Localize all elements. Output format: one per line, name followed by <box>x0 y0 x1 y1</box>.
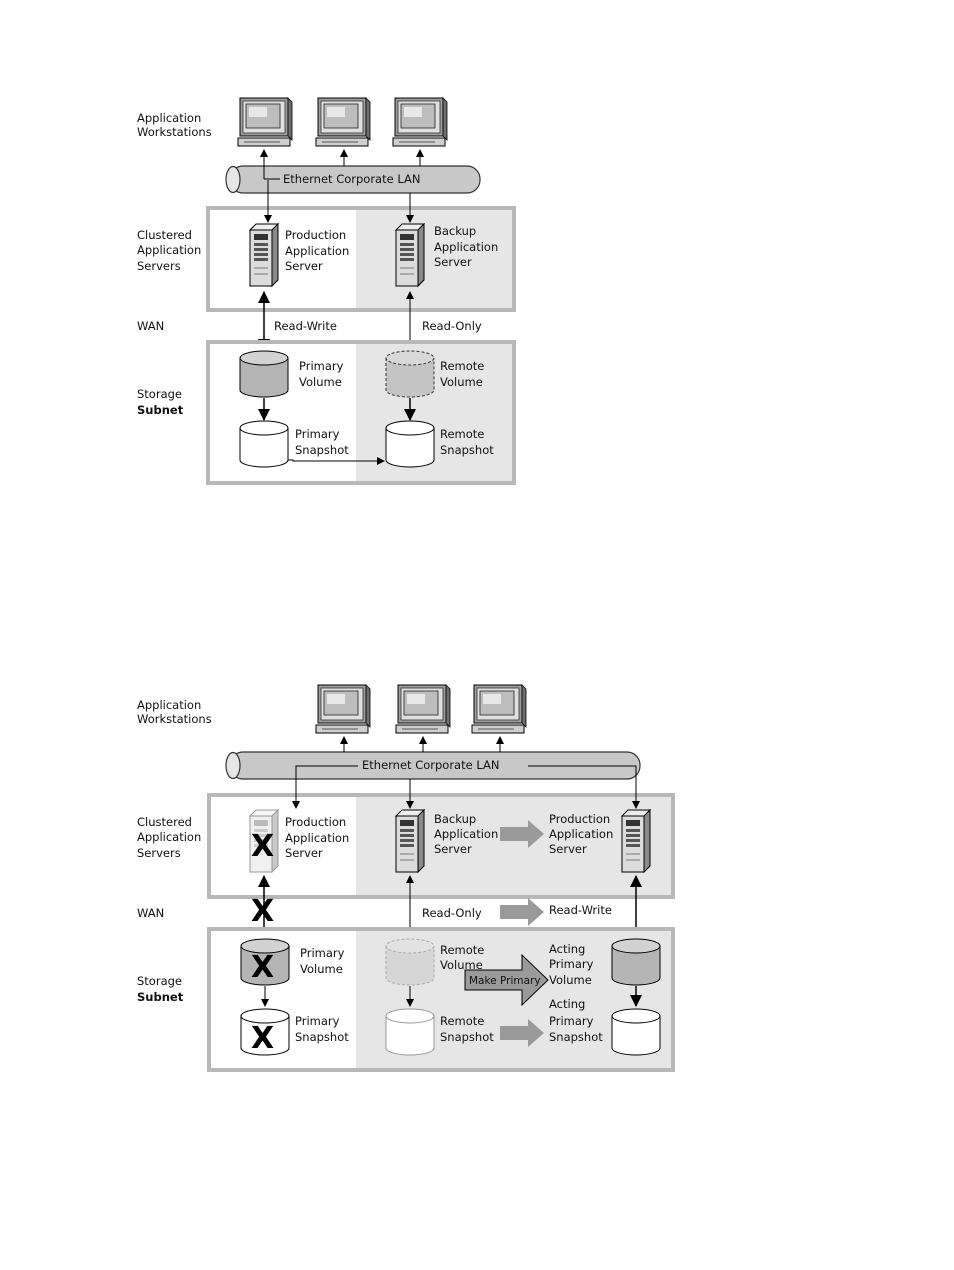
primary-snapshot-cylinder <box>239 420 289 468</box>
remote-volume-label: Remote Volume <box>440 943 488 972</box>
remote-snapshot-label: Remote Snapshot <box>440 427 494 457</box>
failure-x-icon: X <box>251 894 274 929</box>
label-clustered-servers: Clustered Application Servers <box>137 815 205 860</box>
label-storage: Storage <box>137 974 182 988</box>
transition-arrow-icon <box>500 898 544 926</box>
diagram-failover: Application Workstations Clustered Appli… <box>137 684 675 1072</box>
primary-snapshot-label: Primary Snapshot <box>295 427 349 457</box>
read-only-label: Read-Only <box>422 319 482 333</box>
label-app-workstations: Application Workstations <box>137 111 212 139</box>
backup-server-label: Backup Application Server <box>434 812 502 856</box>
lan-label: Ethernet Corporate LAN <box>362 758 499 772</box>
diagram-normal-operation: Application Workstations Clustered Appli… <box>137 97 516 485</box>
label-subnet: Subnet <box>137 403 184 417</box>
workstation-icon <box>237 97 293 147</box>
label-wan: WAN <box>137 906 164 920</box>
label-storage: Storage <box>137 387 182 401</box>
production-server-label: Production Application Server <box>285 228 353 273</box>
acting-primary-volume-cylinder <box>611 938 661 986</box>
remote-snapshot-cylinder <box>385 420 435 468</box>
label-app-workstations: Application Workstations <box>137 698 212 726</box>
backup-server-label: Backup Application Server <box>434 224 502 269</box>
workstation-icon <box>392 97 448 147</box>
acting-primary-snapshot-cylinder <box>611 1008 661 1056</box>
remote-snapshot-cylinder <box>385 1008 435 1056</box>
primary-volume-label: Primary Volume <box>299 359 347 389</box>
workstation-icon <box>395 684 451 734</box>
primary-snapshot-label: Primary Snapshot <box>295 1014 349 1044</box>
production-server-icon <box>249 223 279 287</box>
remote-volume-cylinder <box>385 350 435 398</box>
read-only-label: Read-Only <box>422 906 482 920</box>
acting-primary-snapshot-label: Acting Primary Snapshot <box>549 997 603 1044</box>
read-write-label: Read-Write <box>549 903 612 917</box>
backup-server-icon <box>395 809 425 873</box>
failure-x-icon: X <box>251 829 274 864</box>
primary-volume-label: Primary Volume <box>300 946 348 976</box>
label-clustered-servers: Clustered Application Servers <box>137 228 205 273</box>
remote-volume-label: Remote Volume <box>440 359 488 389</box>
workstation-icon <box>315 97 371 147</box>
make-primary-label: Make Primary <box>469 975 541 987</box>
remote-snapshot-label: Remote Snapshot <box>440 1014 494 1044</box>
primary-volume-cylinder <box>239 350 289 398</box>
workstation-icon <box>471 684 527 734</box>
transition-arrow-icon <box>500 820 544 848</box>
failure-x-icon: X <box>251 950 274 985</box>
acting-primary-volume-label: Acting Primary Volume <box>549 942 597 987</box>
new-production-server-label: Production Application Server <box>549 812 617 856</box>
make-primary-arrow-icon <box>464 953 549 1007</box>
failed-primary-volume-cylinder <box>240 938 290 986</box>
failed-primary-snapshot-cylinder <box>240 1008 290 1056</box>
label-wan: WAN <box>137 319 164 333</box>
read-write-label: Read-Write <box>274 319 337 333</box>
failure-x-icon: X <box>251 1021 274 1056</box>
lan-label: Ethernet Corporate LAN <box>283 172 420 186</box>
label-subnet: Subnet <box>137 990 184 1004</box>
new-production-server-icon <box>621 809 651 873</box>
remote-volume-cylinder <box>385 938 435 986</box>
backup-server-icon <box>395 223 425 287</box>
workstation-icon <box>315 684 371 734</box>
transition-arrow-icon <box>500 1019 544 1047</box>
production-server-label: Production Application Server <box>285 815 353 860</box>
